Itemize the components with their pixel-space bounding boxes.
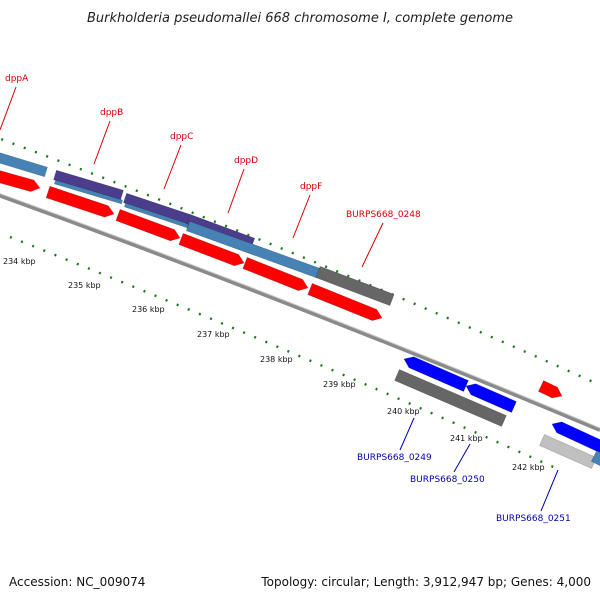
leader-line <box>0 86 17 131</box>
gene-feature[interactable] <box>315 266 395 306</box>
gene-feature-reverse[interactable] <box>394 369 507 427</box>
gene-label-dppA[interactable]: dppA <box>5 74 29 84</box>
gene-feature[interactable] <box>54 179 123 205</box>
gene-feature-reverse[interactable] <box>590 450 600 468</box>
cds-arrow[interactable] <box>45 185 115 218</box>
outer-tick-ring <box>0 137 600 387</box>
tick-label: 236 kbp <box>132 305 165 314</box>
leader-line <box>361 222 384 268</box>
tick-label: 239 kbp <box>323 380 356 389</box>
cds-arrow[interactable] <box>115 208 181 242</box>
cds-track-forward <box>0 168 563 399</box>
leader-line <box>163 144 182 190</box>
gene-label-dppF[interactable]: dppF <box>300 182 322 192</box>
leader-line <box>453 443 471 473</box>
leader-line <box>227 168 245 214</box>
cds-arrow[interactable] <box>178 233 245 267</box>
leader-line <box>93 120 111 165</box>
map-title: Burkholderia pseudomallei 668 chromosome… <box>87 11 513 26</box>
gene-track-forward <box>0 150 395 306</box>
tick-label: 234 kbp <box>3 257 36 266</box>
accession-text: Accession: NC_009074 <box>9 575 145 589</box>
gene-label-burps668-0249[interactable]: BURPS668_0249 <box>357 453 432 463</box>
leader-line <box>540 469 559 512</box>
cds-arrow-reverse[interactable] <box>465 383 517 413</box>
gene-label-dppD[interactable]: dppD <box>234 156 258 166</box>
cds-arrow[interactable] <box>538 380 563 399</box>
tick-label: 241 kbp <box>450 434 483 443</box>
gene-label-burps668-0251[interactable]: BURPS668_0251 <box>496 514 571 524</box>
tick-label: 238 kbp <box>260 355 293 364</box>
inner-tick-ring <box>9 235 561 472</box>
genome-backbone <box>0 193 600 432</box>
cds-arrow[interactable] <box>242 257 309 291</box>
tick-label: 237 kbp <box>197 330 230 339</box>
gene-track-reverse <box>394 356 600 469</box>
gene-label-dppC[interactable]: dppC <box>170 132 193 142</box>
cds-arrow[interactable] <box>307 283 383 321</box>
gene-feature[interactable] <box>0 150 48 178</box>
cds-arrow-reverse[interactable] <box>551 421 600 454</box>
tick-label: 242 kbp <box>512 463 545 472</box>
gene-label-burps668-0250[interactable]: BURPS668_0250 <box>410 475 485 485</box>
leader-line <box>292 194 311 239</box>
gene-label-burps668-0248[interactable]: BURPS668_0248 <box>346 210 421 220</box>
leader-line <box>399 417 415 451</box>
tick-label: 240 kbp <box>387 407 420 416</box>
label-leaders <box>0 86 559 512</box>
gene-label-dppB[interactable]: dppB <box>100 108 123 118</box>
tick-label: 235 kbp <box>68 281 101 290</box>
cds-arrow[interactable] <box>0 168 41 192</box>
topology-text: Topology: circular; Length: 3,912,947 bp… <box>260 575 591 589</box>
